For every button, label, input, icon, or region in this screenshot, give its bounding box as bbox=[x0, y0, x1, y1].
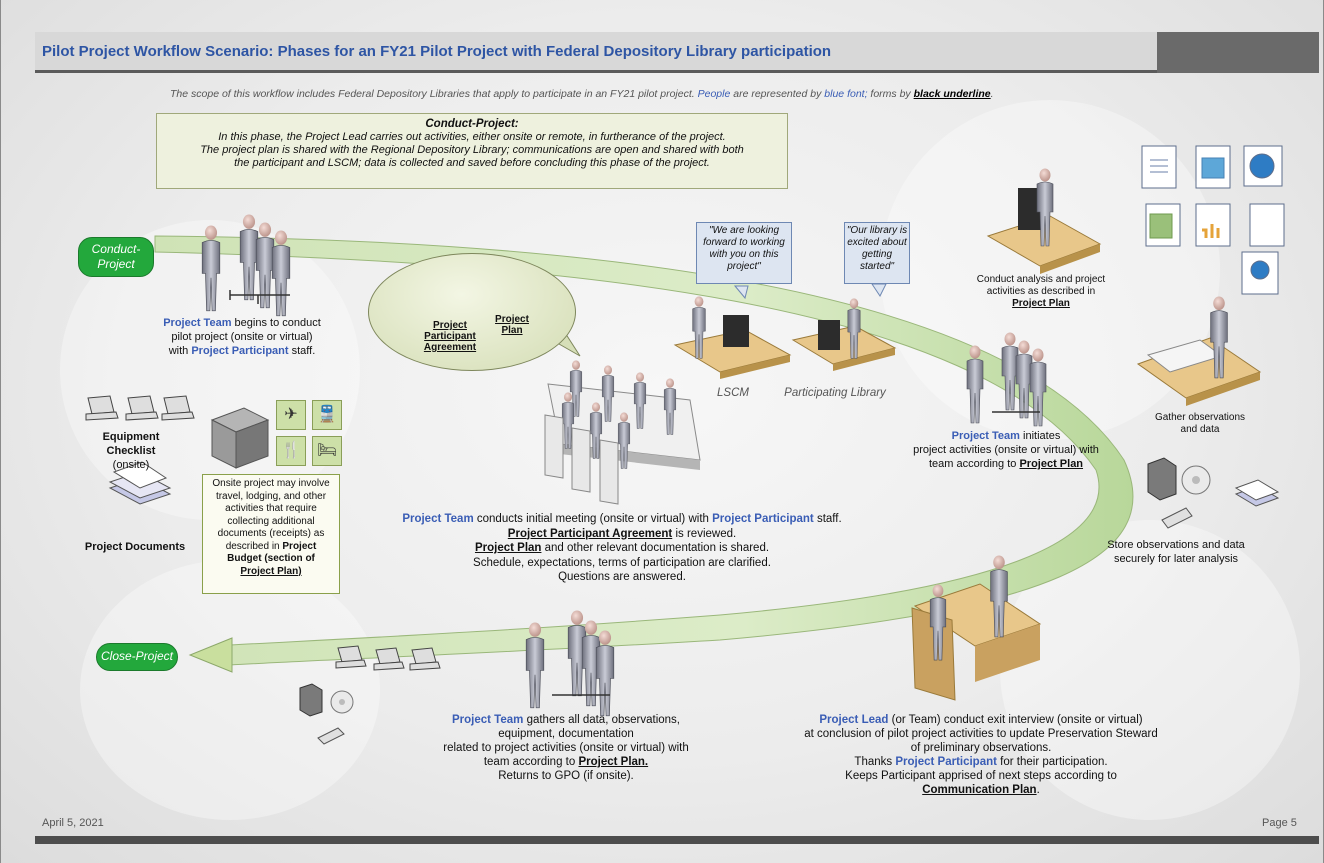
team-initiates-text: Project Team initiates project activitie… bbox=[913, 430, 1099, 470]
train-icon: 🚆 bbox=[312, 400, 342, 430]
callout-tail bbox=[871, 283, 887, 297]
callout-tail bbox=[733, 285, 749, 300]
scope-blue-font: blue font; bbox=[824, 88, 868, 100]
footer-bar bbox=[35, 836, 1319, 844]
file-type-icons bbox=[1141, 145, 1285, 295]
analysis-workstation bbox=[986, 168, 1102, 274]
scope-note: The scope of this workflow includes Fede… bbox=[170, 88, 1160, 100]
scope-text: The scope of this workflow includes Fede… bbox=[170, 88, 695, 100]
phase-description-box: Conduct-Project: In this phase, the Proj… bbox=[156, 113, 788, 189]
library-label: Participating Library bbox=[784, 387, 886, 399]
scope-text: are represented by bbox=[733, 88, 822, 100]
title-bar bbox=[35, 32, 1157, 73]
bg-circle bbox=[80, 560, 380, 820]
footer-page-number: Page 5 bbox=[1262, 817, 1297, 829]
project-documents-label: Project Documents bbox=[84, 541, 186, 553]
storage-icons bbox=[299, 457, 1211, 745]
scope-people: People bbox=[697, 88, 731, 100]
documents-bubble bbox=[368, 253, 576, 371]
conduct-project-pill: Conduct-Project bbox=[78, 237, 154, 277]
lscm-label: LSCM bbox=[717, 387, 749, 399]
exit-interview-desk bbox=[911, 555, 1042, 701]
slide-title: Pilot Project Workflow Scenario: Phases … bbox=[42, 43, 832, 60]
team-figures-left bbox=[201, 214, 291, 317]
lscm-workstation bbox=[673, 296, 792, 379]
phase-heading: Conduct-Project: bbox=[425, 118, 519, 130]
lodging-icon: 🛏 bbox=[312, 436, 342, 466]
dining-icon: 🍴 bbox=[276, 436, 306, 466]
building-icon bbox=[210, 407, 270, 469]
exit-interview-text: Project Lead (or Team) conduct exit inte… bbox=[804, 714, 1158, 796]
scope-end: . bbox=[990, 88, 994, 100]
airplane-icon: ✈ bbox=[276, 400, 306, 430]
laptop-icons bbox=[85, 395, 195, 421]
team-begins-text: Project Team begins to conduct pilot pro… bbox=[163, 317, 321, 357]
library-workstation bbox=[791, 298, 897, 371]
document-stack-icon bbox=[1234, 479, 1280, 507]
arc-arrowhead bbox=[188, 637, 233, 673]
team-gathers-text: Project Team gathers all data, observati… bbox=[443, 714, 689, 782]
meeting-table bbox=[544, 360, 701, 505]
document-stack-icon bbox=[108, 461, 172, 505]
scope-black-underline: black underline bbox=[913, 88, 991, 100]
gather-desk bbox=[1136, 296, 1262, 406]
laptop-icons-bottom bbox=[335, 645, 441, 671]
close-project-pill: Close-Project bbox=[96, 643, 178, 671]
team-figures-bottom bbox=[525, 610, 615, 717]
footer-date: April 5, 2021 bbox=[42, 817, 104, 829]
phase-line: In this phase, the Project Lead carries … bbox=[218, 131, 726, 143]
team-figures-right bbox=[966, 332, 1047, 427]
phase-line: The project plan is shared with the Regi… bbox=[200, 144, 744, 156]
initial-meeting-text: Project Team conducts initial meeting (o… bbox=[402, 513, 842, 583]
scope-text: forms by bbox=[870, 88, 911, 100]
phase-line: the participant and LSCM; data is collec… bbox=[234, 157, 710, 169]
title-bar-accent bbox=[1157, 32, 1319, 73]
